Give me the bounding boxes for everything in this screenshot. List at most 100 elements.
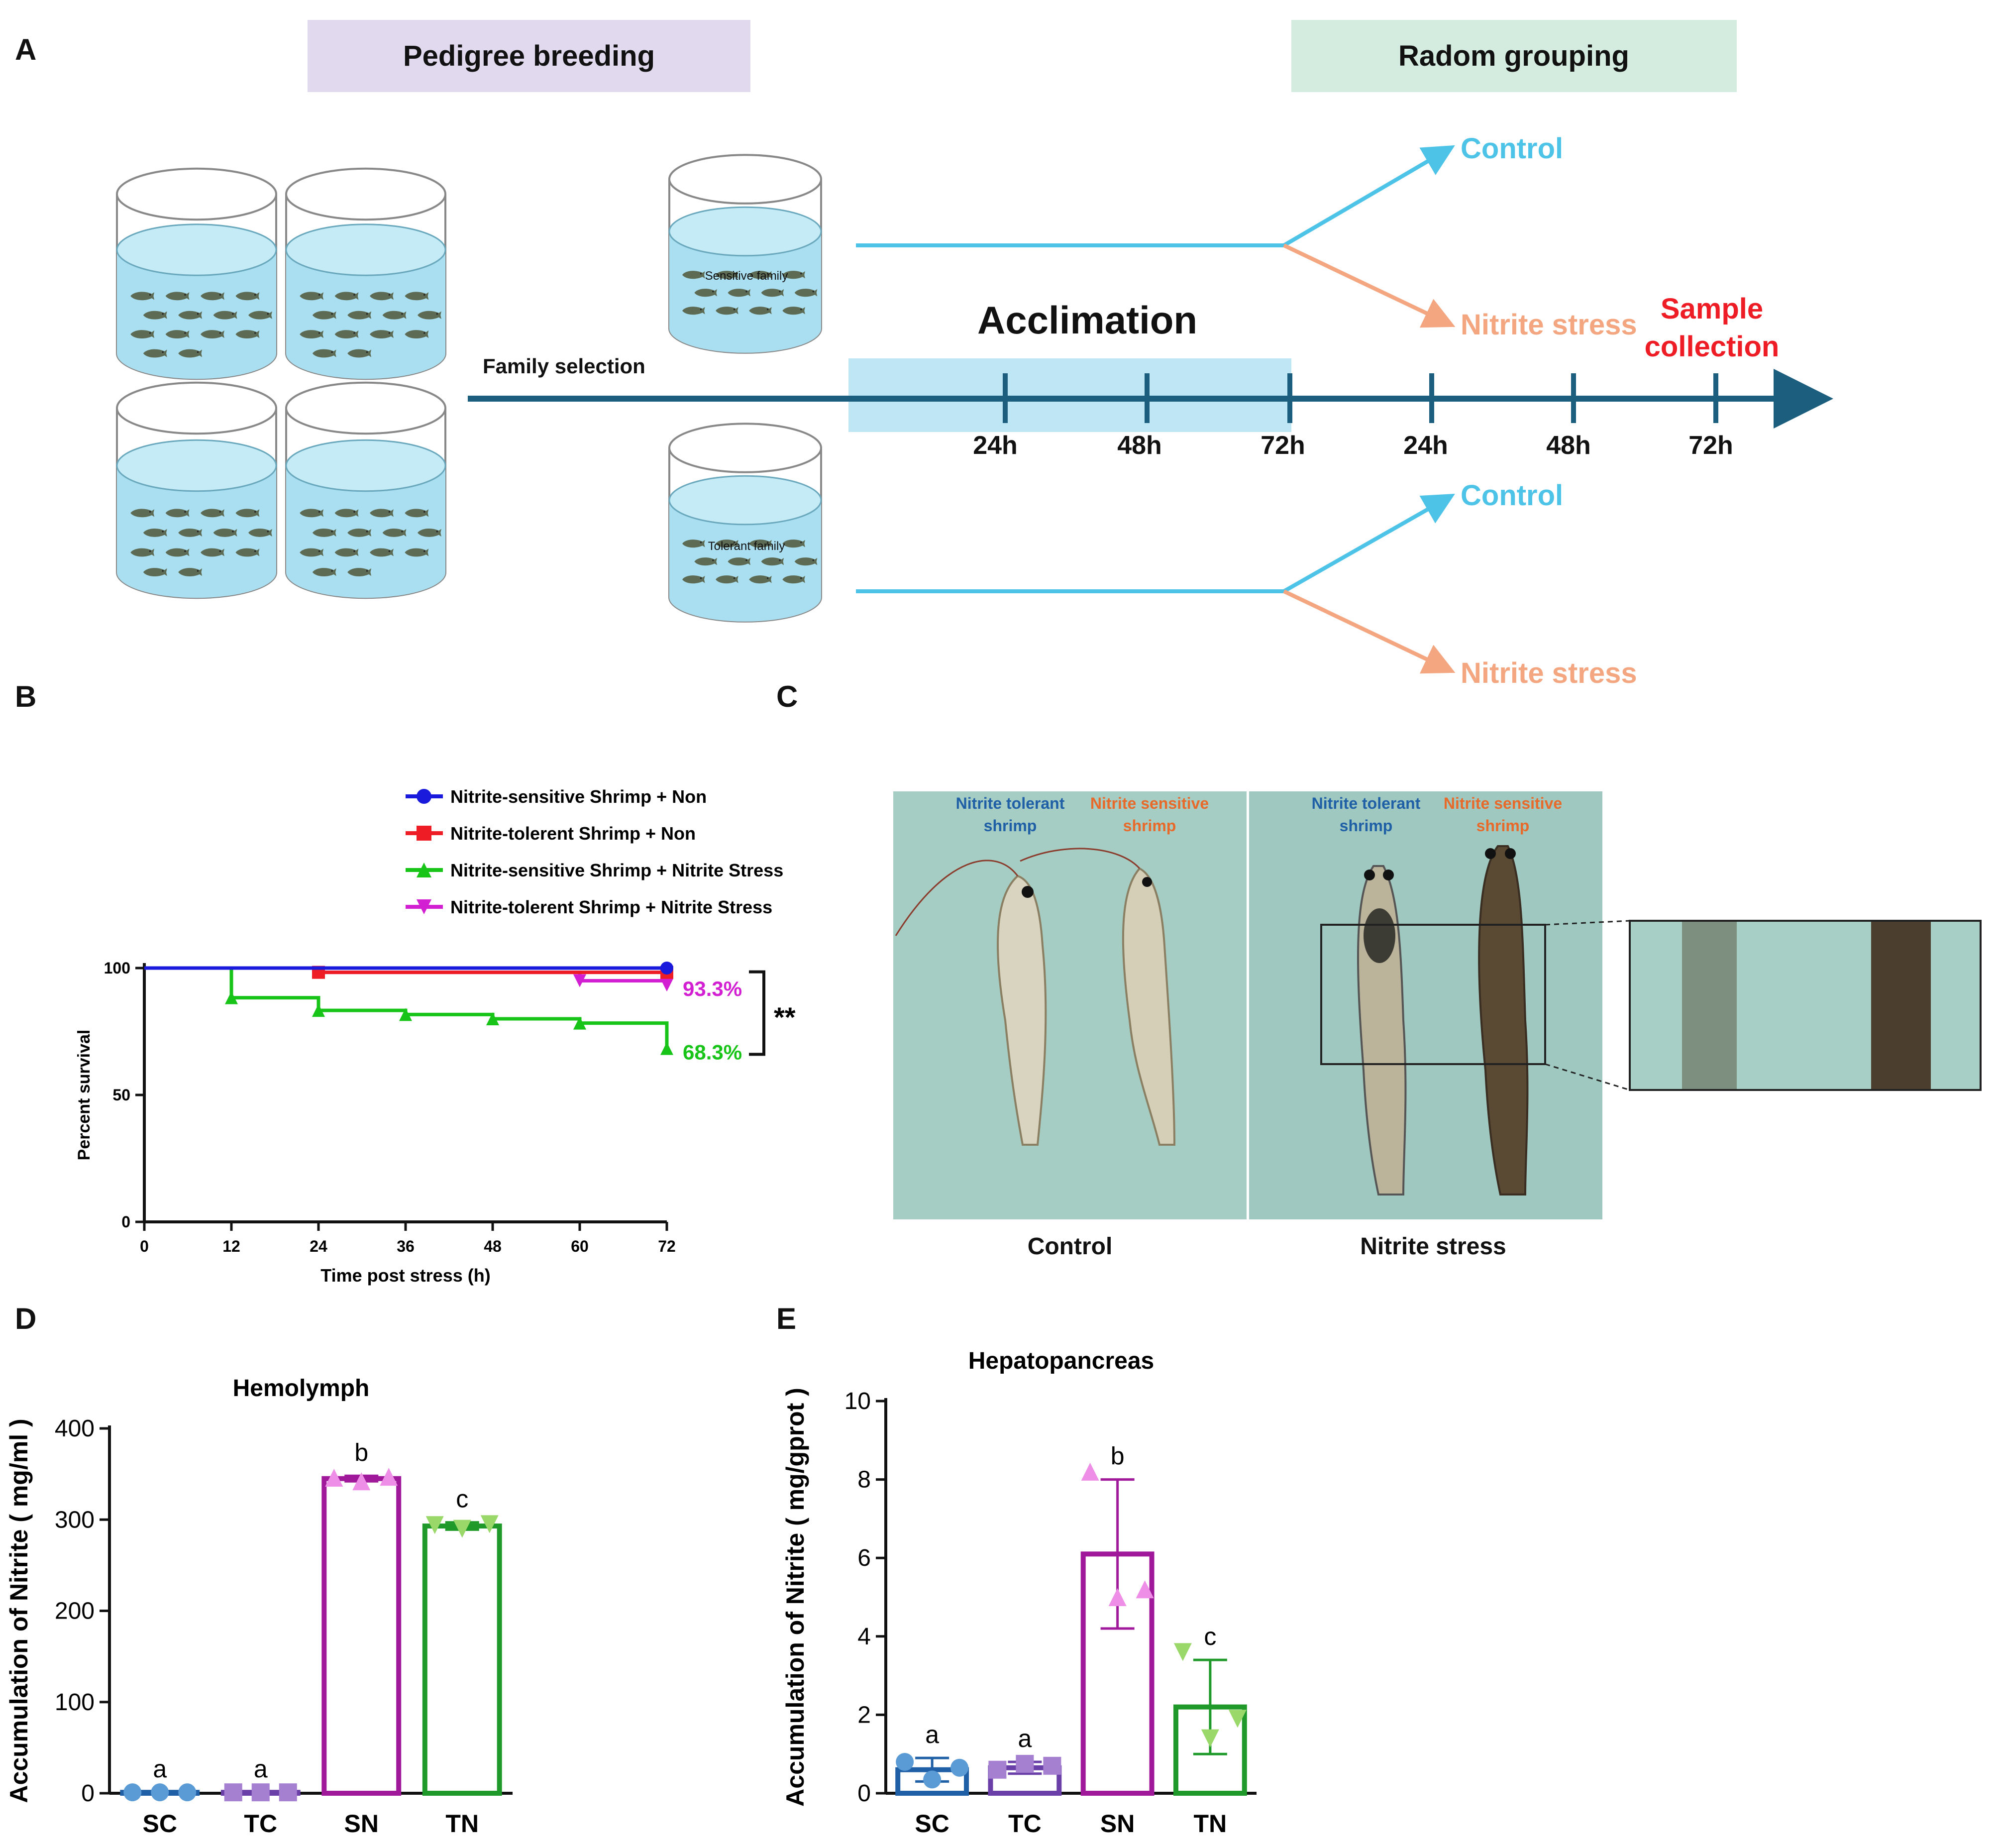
panel-b: B Nitrite-sensitive Shrimp + NonNitrite-…: [15, 680, 796, 1286]
x-tick-label: TN: [445, 1810, 479, 1838]
data-point: [312, 1004, 325, 1017]
stress-tolerant-shrimp: [1357, 865, 1407, 1196]
y-tick-label: 8: [857, 1467, 871, 1493]
data-point: [380, 1468, 398, 1486]
y-tick-label: 6: [857, 1545, 871, 1571]
family-selection-label: Family selection: [483, 354, 645, 378]
upper-control-label: Control: [1461, 132, 1563, 165]
y-tick-label: 2: [857, 1702, 871, 1728]
y-tick-label: 4: [857, 1624, 871, 1650]
stress-sensitive-label-2: shrimp: [1476, 817, 1530, 835]
data-point: [573, 1016, 586, 1030]
y-tick-label: 0: [81, 1780, 95, 1807]
control-sensitive-label-1: Nitrite sensitive: [1090, 794, 1209, 812]
significance-letter: a: [254, 1755, 268, 1783]
x-tick-label: TC: [244, 1810, 277, 1838]
caption-control: Control: [1028, 1233, 1113, 1260]
y-tick-label: 100: [104, 959, 130, 977]
significance-label: **: [774, 1001, 796, 1033]
lower-stress-arrow: [1283, 589, 1456, 674]
breeding-tank: [116, 381, 277, 599]
tank-rim: [668, 423, 822, 473]
tolerant-family-tank: [668, 423, 822, 623]
data-point: [660, 962, 673, 975]
water-surface: [668, 475, 822, 526]
tick-label: 24h: [1403, 431, 1448, 460]
stress-tolerant-label-1: Nitrite tolerant: [1312, 794, 1421, 812]
significance-letter: b: [354, 1438, 368, 1466]
upper-stress-label: Nitrite stress: [1461, 309, 1637, 341]
breeding-tank: [285, 381, 446, 599]
data-point: [325, 1468, 343, 1487]
annotation-sensitive: 68.3%: [683, 1041, 742, 1064]
y-tick-label: 100: [55, 1689, 95, 1716]
water-surface: [668, 206, 822, 257]
significance-bracket: [749, 970, 765, 1056]
legend-marker: [417, 826, 431, 841]
data-point: [1136, 1580, 1154, 1599]
zoom-sensitive-body: [1871, 922, 1931, 1089]
data-point: [425, 1516, 444, 1534]
data-point: [225, 991, 238, 1004]
tick-label: 72h: [1688, 431, 1733, 460]
data-point: [279, 1783, 297, 1802]
x-tick-label: TC: [1008, 1810, 1042, 1838]
significance-letter: c: [1204, 1623, 1216, 1650]
data-point: [224, 1783, 242, 1802]
y-tick-label: 10: [844, 1388, 871, 1414]
panel-label-c: C: [776, 680, 798, 713]
significance-letter: c: [456, 1485, 468, 1513]
data-point: [923, 1770, 942, 1789]
x-tick-label: 60: [571, 1237, 589, 1255]
sensitive-tank-label: Sensitive family: [705, 269, 788, 283]
legend-marker: [417, 863, 431, 877]
stress-sensitive-shrimp: [1478, 845, 1529, 1196]
water-surface: [285, 223, 446, 276]
control-tolerant-shrimp: [895, 860, 1047, 1146]
data-point: [1228, 1710, 1247, 1728]
upper-stress-arrow: [1283, 243, 1456, 328]
data-point: [1108, 1588, 1127, 1606]
y-tick-label: 200: [55, 1598, 95, 1625]
y-axis-title: Accumulation of Nitrite ( mg/ml ): [5, 1418, 33, 1803]
control-tolerant-label-1: Nitrite tolerant: [956, 794, 1065, 812]
timeline-ticks: [1003, 373, 1718, 423]
breeding-tank: [285, 167, 446, 380]
x-axis-title: Time post stress (h): [320, 1265, 490, 1286]
data-point: [486, 1012, 499, 1025]
pedigree-breeding-box: [308, 20, 750, 92]
data-point: [1081, 1462, 1099, 1481]
x-tick-label: SC: [143, 1810, 177, 1838]
data-point: [352, 1472, 371, 1491]
tank: [668, 154, 822, 354]
y-tick-label: 0: [857, 1780, 871, 1807]
zoom-selection-box: [1320, 924, 1546, 1065]
significance-letter: a: [1018, 1725, 1032, 1752]
data-point: [251, 1783, 270, 1802]
data-point: [1016, 1754, 1034, 1773]
x-tick-label: 12: [222, 1237, 240, 1255]
stress-tolerant-label-2: shrimp: [1340, 817, 1393, 835]
lower-control-label: Control: [1461, 479, 1563, 512]
data-point: [123, 1783, 142, 1802]
bar: [422, 1523, 502, 1796]
tick-label: 48h: [1546, 431, 1591, 460]
y-axis-title: Percent survival: [75, 1030, 94, 1161]
survival-legend: Nitrite-sensitive Shrimp + NonNitrite-to…: [406, 786, 783, 917]
legend-marker: [417, 899, 431, 914]
sensitive-family-tank: [668, 154, 822, 354]
x-tick-label: 72: [658, 1237, 676, 1255]
upper-control-arrow: [1282, 145, 1455, 247]
panel-label-a: A: [15, 33, 36, 66]
control-sensitive-shrimp: [1020, 848, 1176, 1146]
bar: [321, 1476, 402, 1796]
data-point: [896, 1752, 914, 1771]
data-point: [453, 1520, 471, 1538]
data-point: [573, 974, 586, 987]
lower-control-arrow: [1283, 494, 1455, 593]
tank-rim: [285, 381, 446, 435]
data-point: [480, 1515, 499, 1533]
